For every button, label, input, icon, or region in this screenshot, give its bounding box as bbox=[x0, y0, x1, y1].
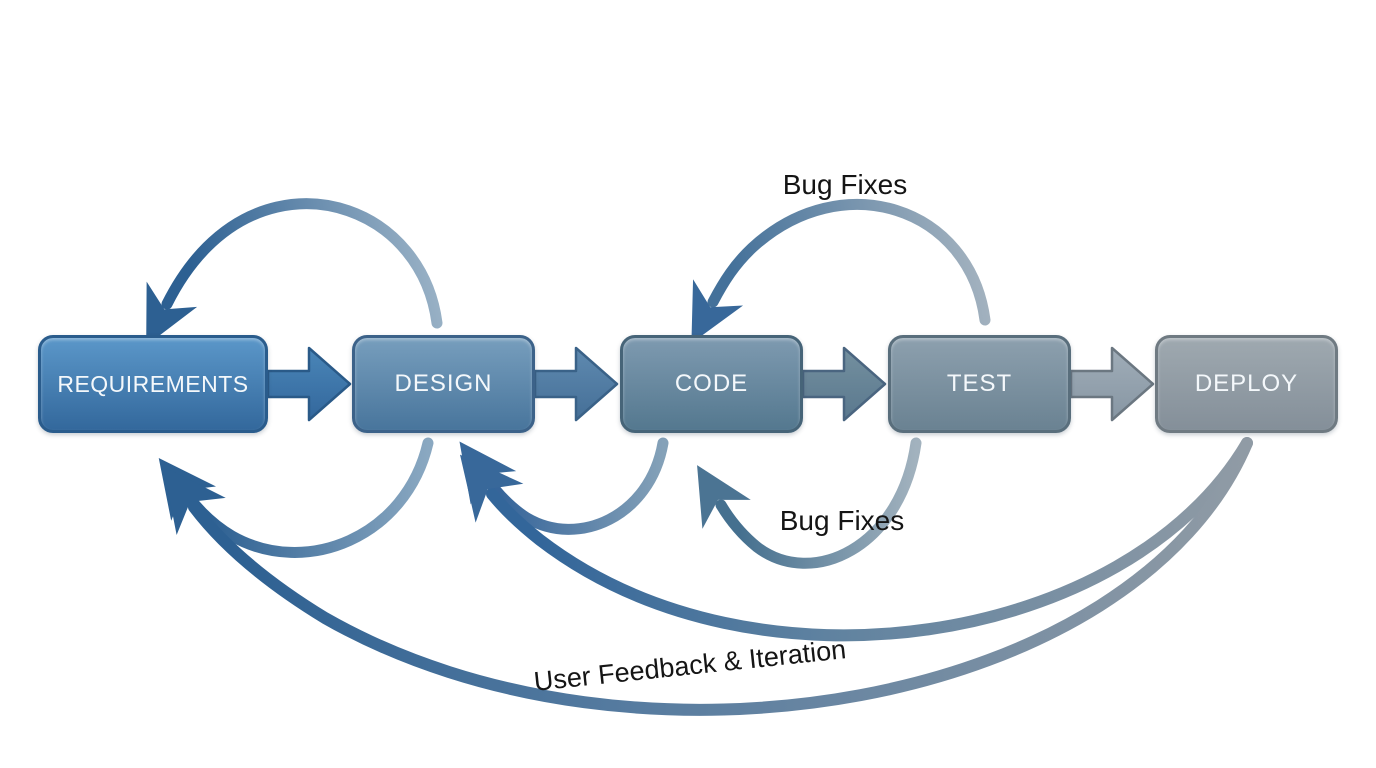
arrow-code-to-test bbox=[801, 346, 887, 422]
curve-deploy-to-design-feedback bbox=[459, 437, 1253, 642]
stage-label-code: CODE bbox=[674, 370, 749, 397]
arc-test-to-code-top-bug-fixes bbox=[691, 198, 991, 344]
arc-design-to-requirements-top bbox=[146, 198, 443, 346]
arc-test-to-code-bottom-bug-fixes bbox=[697, 437, 922, 569]
stage-label-deploy: DEPLOY bbox=[1194, 370, 1299, 397]
curve-deploy-to-requirements-user-feedback bbox=[163, 437, 1253, 716]
label-bug-fixes-bottom: Bug Fixes bbox=[779, 505, 905, 536]
label-bug-fixes-top: Bug Fixes bbox=[782, 169, 908, 200]
stage-label-requirements: REQUIREMENTS bbox=[57, 370, 249, 397]
stage-box-test: TEST bbox=[888, 335, 1071, 433]
stage-box-requirements: REQUIREMENTS bbox=[38, 335, 268, 433]
stage-label-test: TEST bbox=[946, 370, 1013, 397]
arrow-requirements-to-design bbox=[266, 346, 352, 422]
arrow-test-to-deploy bbox=[1069, 346, 1155, 422]
stage-label-design: DESIGN bbox=[394, 370, 493, 397]
stage-box-code: CODE bbox=[620, 335, 803, 433]
stage-box-deploy: DEPLOY bbox=[1155, 335, 1338, 433]
stage-box-design: DESIGN bbox=[352, 335, 535, 433]
arrow-design-to-code bbox=[533, 346, 619, 422]
